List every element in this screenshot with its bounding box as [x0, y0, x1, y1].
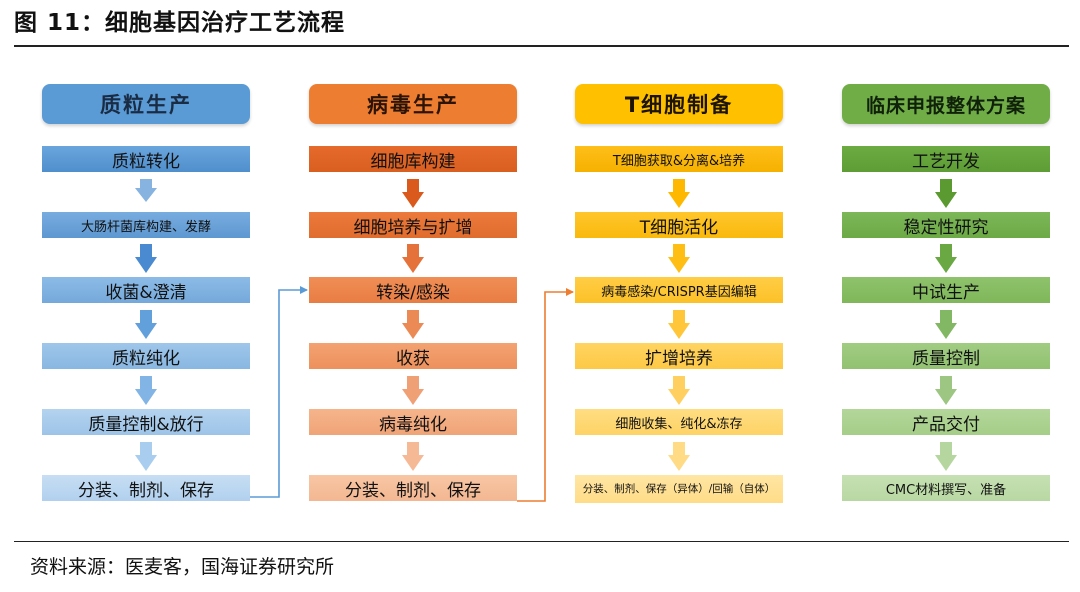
step-ecoli-bank: 大肠杆菌库构建、发酵: [42, 212, 250, 238]
column-header-clinical: 临床申报整体方案: [842, 84, 1050, 124]
step-fill-store-reinfuse: 分装、制剂、保存（异体）/回输（自体）: [575, 475, 783, 503]
down-arrow-icon: [135, 310, 157, 339]
step-harvest: 收获: [309, 343, 517, 369]
down-arrow-icon: [402, 442, 424, 471]
source-note: 资料来源：医麦客，国海证券研究所: [30, 556, 335, 578]
top-rule: [14, 45, 1069, 47]
column-header-plasmid: 质粒生产: [42, 84, 250, 124]
connector-plasmid-to-transfection: [250, 286, 308, 498]
step-plasmid-transform: 质粒转化: [42, 146, 250, 172]
step-qc-release: 质量控制&放行: [42, 409, 250, 435]
step-cell-harvest: 细胞收集、纯化&冻存: [575, 409, 783, 435]
step-virus-purify: 病毒纯化: [309, 409, 517, 435]
step-cell-culture: 细胞培养与扩增: [309, 212, 517, 238]
down-arrow-icon: [668, 179, 690, 208]
down-arrow-icon: [668, 442, 690, 471]
column-clinical: 临床申报整体方案 工艺开发 稳定性研究 中试生产 质量控制 产品交付 CMC材料…: [842, 0, 1050, 540]
column-virus: 病毒生产 细胞库构建 细胞培养与扩增 转染/感染 收获 病毒纯化 分装、制剂、保…: [309, 0, 517, 540]
step-cell-bank: 细胞库构建: [309, 146, 517, 172]
down-arrow-icon: [135, 244, 157, 273]
connector-virus-to-infection: [517, 288, 574, 502]
figure-title: 图 11：细胞基因治疗工艺流程: [14, 10, 346, 36]
down-arrow-icon: [935, 442, 957, 471]
down-arrow-icon: [935, 244, 957, 273]
bottom-rule: [14, 541, 1069, 542]
step-expand-culture: 扩增培养: [575, 343, 783, 369]
down-arrow-icon: [402, 310, 424, 339]
down-arrow-icon: [668, 310, 690, 339]
column-header-tcell: T细胞制备: [575, 84, 783, 124]
step-transfection: 转染/感染: [309, 277, 517, 303]
down-arrow-icon: [935, 310, 957, 339]
step-virus-infect-edit: 病毒感染/CRISPR基因编辑: [575, 277, 783, 303]
down-arrow-icon: [135, 442, 157, 471]
down-arrow-icon: [402, 179, 424, 208]
step-cmc-materials: CMC材料撰写、准备: [842, 475, 1050, 501]
step-quality-control: 质量控制: [842, 343, 1050, 369]
step-tcell-activate: T细胞活化: [575, 212, 783, 238]
down-arrow-icon: [135, 376, 157, 405]
step-stability-study: 稳定性研究: [842, 212, 1050, 238]
column-tcell: T细胞制备 T细胞获取&分离&培养 T细胞活化 病毒感染/CRISPR基因编辑 …: [575, 0, 783, 540]
down-arrow-icon: [135, 179, 157, 202]
step-tcell-collect: T细胞获取&分离&培养: [575, 146, 783, 172]
down-arrow-icon: [935, 376, 957, 405]
down-arrow-icon: [402, 376, 424, 405]
column-header-virus: 病毒生产: [309, 84, 517, 124]
down-arrow-icon: [402, 244, 424, 273]
step-fill-store: 分装、制剂、保存: [42, 475, 250, 501]
down-arrow-icon: [935, 179, 957, 208]
step-pilot-production: 中试生产: [842, 277, 1050, 303]
down-arrow-icon: [668, 376, 690, 405]
column-plasmid: 质粒生产 质粒转化 大肠杆菌库构建、发酵 收菌&澄清 质粒纯化 质量控制&放行 …: [42, 0, 250, 540]
column-connectors: [250, 286, 574, 502]
step-product-delivery: 产品交付: [842, 409, 1050, 435]
step-harvest-clarify: 收菌&澄清: [42, 277, 250, 303]
step-fill-store: 分装、制剂、保存: [309, 475, 517, 501]
step-process-dev: 工艺开发: [842, 146, 1050, 172]
step-plasmid-purify: 质粒纯化: [42, 343, 250, 369]
down-arrow-icon: [668, 244, 690, 273]
